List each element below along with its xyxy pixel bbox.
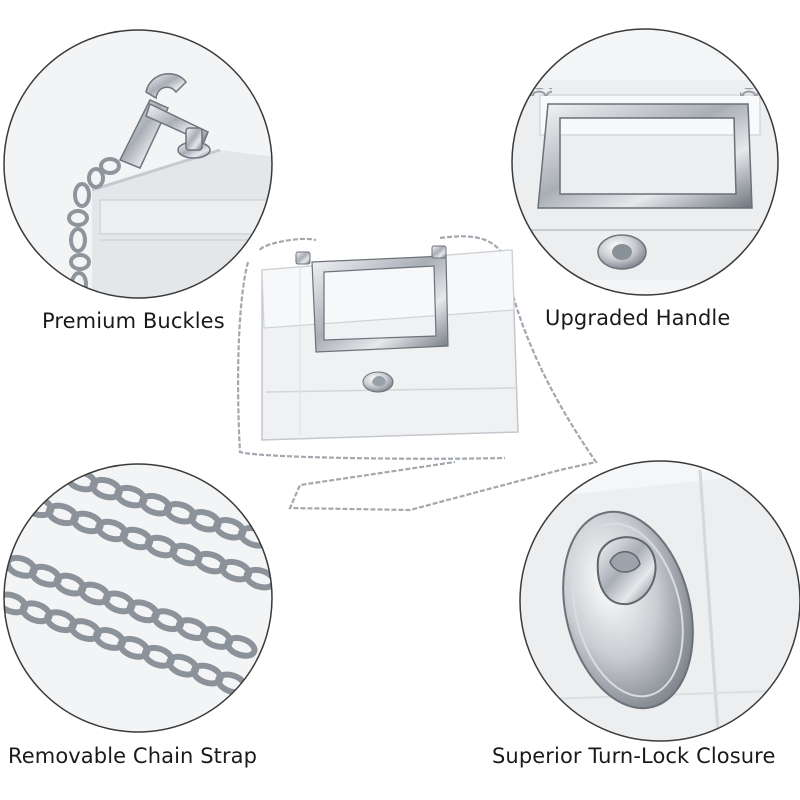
detail-circle-chain-strap	[3, 463, 273, 733]
detail-circle-upgraded-handle	[511, 28, 779, 296]
turn-lock-small	[597, 234, 647, 270]
detail-circle-premium-buckles	[3, 29, 273, 299]
caption-superior-turn-lock-closure: Superior Turn-Lock Closure	[492, 744, 776, 768]
caption-removable-chain-strap: Removable Chain Strap	[8, 744, 258, 768]
detail-circle-turn-lock	[519, 460, 800, 742]
clear-crossbody-bag	[236, 235, 598, 512]
buckle-clasp	[118, 72, 211, 169]
caption-premium-buckles: Premium Buckles	[42, 309, 225, 333]
turn-knob	[596, 536, 657, 606]
caption-upgraded-handle: Upgraded Handle	[545, 306, 731, 330]
chain-row-3	[4, 554, 258, 659]
chain-link-column	[67, 157, 121, 297]
